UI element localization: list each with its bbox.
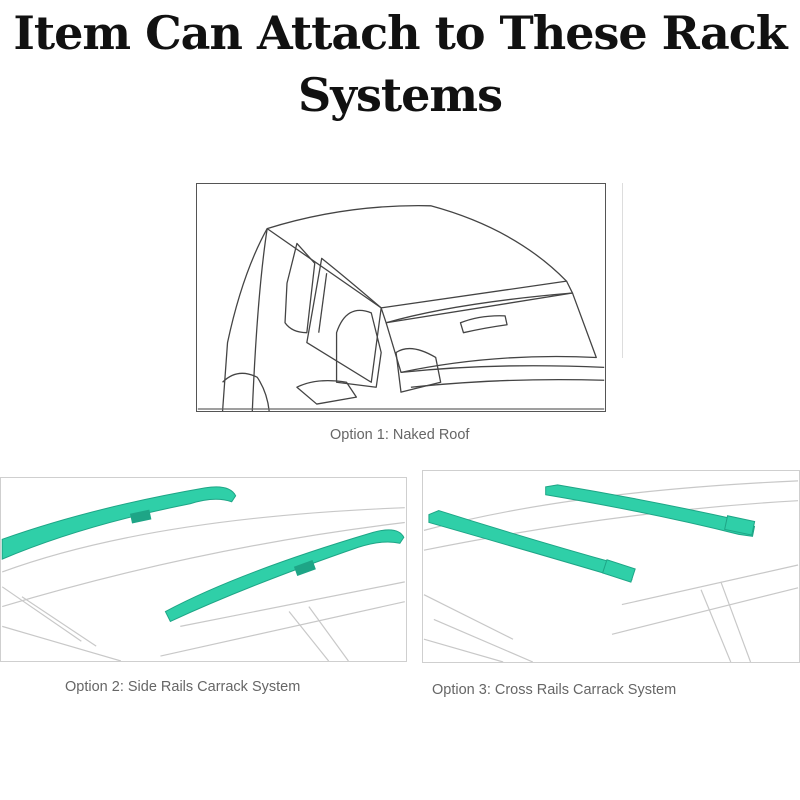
car-line-drawing bbox=[197, 205, 605, 411]
seat-outline bbox=[335, 309, 382, 388]
front-side-window bbox=[306, 257, 382, 383]
side-rails-illustration bbox=[0, 477, 407, 662]
cross-rail-left bbox=[428, 510, 636, 583]
car-roof-outline bbox=[266, 205, 568, 309]
cross-rail-right bbox=[545, 484, 756, 537]
rear-side-window bbox=[284, 242, 316, 334]
rearview-mirror bbox=[459, 315, 508, 334]
cross-rails-illustration bbox=[422, 470, 800, 663]
option-3-caption: Option 3: Cross Rails Carrack System bbox=[432, 682, 677, 698]
side-rail-back bbox=[1, 486, 237, 560]
edge-guide-line bbox=[622, 183, 623, 358]
side-rails-drawing bbox=[1, 486, 405, 661]
option-1-caption: Option 1: Naked Roof bbox=[330, 427, 470, 443]
cross-rails-drawing bbox=[423, 480, 799, 662]
naked-roof-illustration bbox=[196, 183, 606, 412]
side-rail-front bbox=[164, 529, 405, 623]
page-title: Item Can Attach to These Rack Systems bbox=[13, 6, 787, 122]
option-2-caption: Option 2: Side Rails Carrack System bbox=[65, 679, 301, 695]
